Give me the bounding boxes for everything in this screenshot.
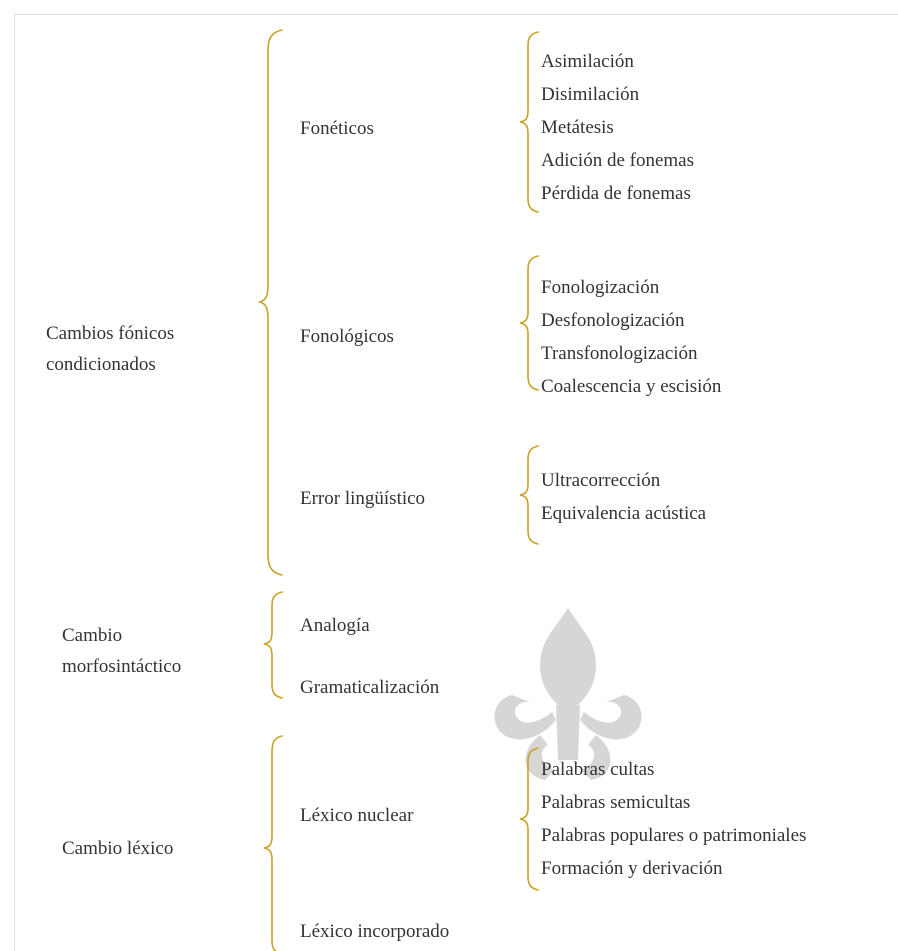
brace-lexico [263,735,283,951]
brace-fonologicos [519,255,539,391]
list-item: Metátesis [541,117,614,138]
group-label-lexico: Cambio léxico [62,838,174,859]
diagram-frame [14,14,898,951]
list-item: Adición de fonemas [541,150,695,171]
list-item: Asimilación [541,51,634,72]
group-label-morfosintactico: Cambio morfosintáctico [62,625,182,677]
subgroup-label-gramaticalizacion: Gramaticalización [300,677,440,698]
list-item: Desfonologización [541,310,685,331]
list-item: Coalescencia y escisión [541,376,722,397]
list-item: Equivalencia acústica [541,503,707,524]
list-item: Palabras semicultas [541,792,691,813]
list-item: Ultracorrección [541,470,661,491]
list-item: Pérdida de fonemas [541,183,691,204]
subgroup-label-fonologicos: Fonológicos [300,326,394,347]
list-item: Transfonologización [541,343,698,364]
subgroup-label-lexico-incorporado: Léxico incorporado [300,921,450,942]
list-item: Formación y derivación [541,858,723,879]
list-item: Disimilación [541,84,640,105]
brace-error [519,445,539,545]
brace-lexico-nuclear [519,747,539,891]
subgroup-label-error: Error lingüístico [300,488,426,509]
list-item: Fonologización [541,277,660,298]
brace-foneticos [519,31,539,213]
group-label-cambios-fonicos: Cambios fónicos condicionados [46,323,175,375]
subgroup-label-analogia: Analogía [300,615,370,636]
list-item: Palabras cultas [541,759,655,780]
brace-cambios-fonicos [257,29,283,576]
subgroup-label-foneticos: Fonéticos [300,118,374,139]
brace-morfosintactico [263,591,283,699]
subgroup-label-lexico-nuclear: Léxico nuclear [300,805,414,826]
list-item: Palabras populares o patrimoniales [541,825,807,846]
